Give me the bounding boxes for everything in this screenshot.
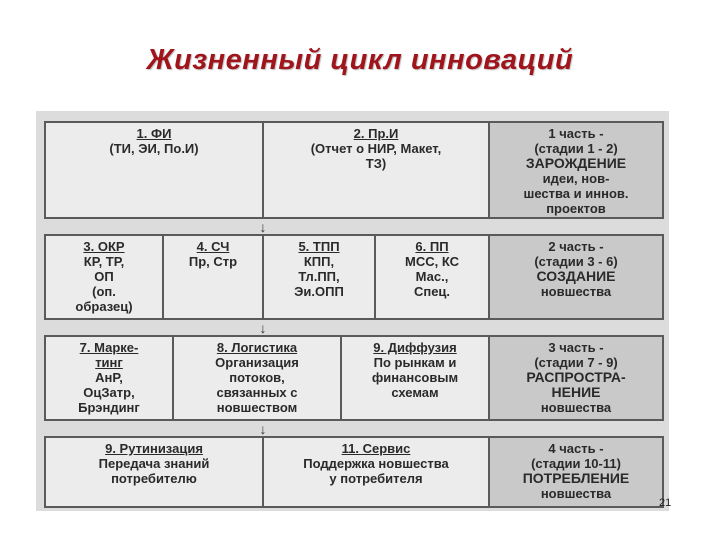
cell-pp: 6. ПП МСС, КС Мас., Спец. xyxy=(376,236,490,318)
cell-line: тинг xyxy=(95,355,123,370)
cell-okr: 3. ОКР КР, ТР, ОП (оп. образец) xyxy=(46,236,164,318)
cell-line: образец) xyxy=(75,299,133,314)
cell-line: ОП xyxy=(94,269,114,284)
cell-line: ПОТРЕБЛЕНИЕ xyxy=(522,470,630,486)
cell-fi: 1. ФИ (ТИ, ЭИ, По.И) xyxy=(46,123,264,217)
cell-line: потоков, xyxy=(229,370,285,385)
cell-line: 4 часть - xyxy=(548,441,604,456)
cell-line: Пр, Стр xyxy=(188,254,238,269)
cell-line: 2 часть - xyxy=(548,239,604,254)
cell-heading: 11. Сервис xyxy=(341,441,411,456)
cell-line: шества и иннов. xyxy=(523,186,629,201)
down-arrow-icon: ↓ xyxy=(259,320,267,336)
cell-sch: 4. СЧ Пр, Стр xyxy=(164,236,264,318)
cell-heading: 3. ОКР xyxy=(83,239,125,254)
cell-stage-part-3: 3 часть - (стадии 7 - 9) РАСПРОСТРА- НЕН… xyxy=(490,337,662,419)
cell-marketing: 7. Марке- тинг АнР, ОцЗатр, Брэндинг xyxy=(46,337,174,419)
cell-line: Поддержка новшества xyxy=(303,456,449,471)
cell-heading: 7. Марке- xyxy=(79,340,139,355)
cell-heading: 4. СЧ xyxy=(196,239,230,254)
cell-line: Организация xyxy=(215,355,299,370)
cell-line: новшества xyxy=(540,400,612,415)
cell-line: (стадии 3 - 6) xyxy=(534,254,618,269)
cell-heading: 8. Логистика xyxy=(216,340,298,355)
cell-line: РАСПРОСТРА- xyxy=(526,369,626,385)
cell-line: 3 часть - xyxy=(548,340,604,355)
cell-line: (оп. xyxy=(92,284,116,299)
cell-line: АнР, xyxy=(95,370,123,385)
cell-line: проектов xyxy=(546,201,606,216)
cell-line: финансовым xyxy=(371,370,459,385)
cell-heading: 2. Пр.И xyxy=(353,126,399,141)
cell-line: Брэндинг xyxy=(78,400,140,415)
cell-line: (стадии 7 - 9) xyxy=(534,355,618,370)
cell-heading: 9. Рутинизация xyxy=(105,441,203,456)
cell-line: СОЗДАНИЕ xyxy=(536,268,616,284)
cell-pri: 2. Пр.И (Отчет о НИР, Макет, ТЗ) xyxy=(264,123,490,217)
cell-line: связанных с xyxy=(216,385,298,400)
cell-line: По рынкам и xyxy=(373,355,457,370)
cell-line: КПП, xyxy=(303,254,335,269)
cell-line: МСС, КС xyxy=(405,254,459,269)
cell-service: 11. Сервис Поддержка новшества у потреби… xyxy=(264,438,490,506)
cell-heading: 1. ФИ xyxy=(136,126,172,141)
cell-stage-part-1: 1 часть - (стадии 1 - 2) ЗАРОЖДЕНИЕ идеи… xyxy=(490,123,662,217)
cell-line: НЕНИЕ xyxy=(551,384,601,400)
cell-line: Передача знаний xyxy=(98,456,210,471)
cell-line: ТЗ) xyxy=(365,156,387,171)
cell-line: Тл.ПП, xyxy=(298,269,340,284)
cell-line: (ТИ, ЭИ, По.И) xyxy=(109,141,199,156)
cell-tpp: 5. ТПП КПП, Тл.ПП, Эи.ОПП xyxy=(264,236,376,318)
cell-line: Спец. xyxy=(413,284,451,299)
cell-heading: 9. Диффузия xyxy=(373,340,457,355)
cell-line: новшества xyxy=(540,284,612,299)
cell-line: схемам xyxy=(391,385,439,400)
table-row-3: 7. Марке- тинг АнР, ОцЗатр, Брэндинг 8. … xyxy=(44,335,664,421)
cell-line: Эи.ОПП xyxy=(294,284,344,299)
table-row-1: 1. ФИ (ТИ, ЭИ, По.И) 2. Пр.И (Отчет о НИ… xyxy=(44,121,664,219)
table-row-2: 3. ОКР КР, ТР, ОП (оп. образец) 4. СЧ Пр… xyxy=(44,234,664,320)
cell-stage-part-2: 2 часть - (стадии 3 - 6) СОЗДАНИЕ новшес… xyxy=(490,236,662,318)
cell-line: КР, ТР, xyxy=(83,254,125,269)
cell-line: у потребителя xyxy=(329,471,423,486)
slide-title: Жизненный цикл инноваций xyxy=(146,44,574,76)
cell-heading: 6. ПП xyxy=(415,239,449,254)
cell-line: ЗАРОЖДЕНИЕ xyxy=(525,155,627,171)
cell-routinization: 9. Рутинизация Передача знаний потребите… xyxy=(46,438,264,506)
cell-line: ОцЗатр, xyxy=(83,385,135,400)
cell-line: идеи, нов- xyxy=(542,171,610,186)
down-arrow-icon: ↓ xyxy=(259,219,267,235)
page-number: 21 xyxy=(659,497,672,509)
down-arrow-icon: ↓ xyxy=(259,421,267,437)
cell-line: потребителю xyxy=(111,471,197,486)
cell-line: Мас., xyxy=(415,269,449,284)
table-row-4: 9. Рутинизация Передача знаний потребите… xyxy=(44,436,664,508)
cell-logistics: 8. Логистика Организация потоков, связан… xyxy=(174,337,342,419)
cell-line: (Отчет о НИР, Макет, xyxy=(310,141,442,156)
cell-line: новшеством xyxy=(216,400,298,415)
cell-stage-part-4: 4 часть - (стадии 10-11) ПОТРЕБЛЕНИЕ нов… xyxy=(490,438,662,506)
cell-line: (стадии 10-11) xyxy=(531,456,621,471)
cell-line: (стадии 1 - 2) xyxy=(534,141,618,156)
cell-diffusion: 9. Диффузия По рынкам и финансовым схема… xyxy=(342,337,490,419)
cell-heading: 5. ТПП xyxy=(298,239,340,254)
cell-line: 1 часть - xyxy=(548,126,604,141)
cell-line: новшества xyxy=(540,486,612,501)
lifecycle-table-scan: 1. ФИ (ТИ, ЭИ, По.И) 2. Пр.И (Отчет о НИ… xyxy=(36,111,669,511)
